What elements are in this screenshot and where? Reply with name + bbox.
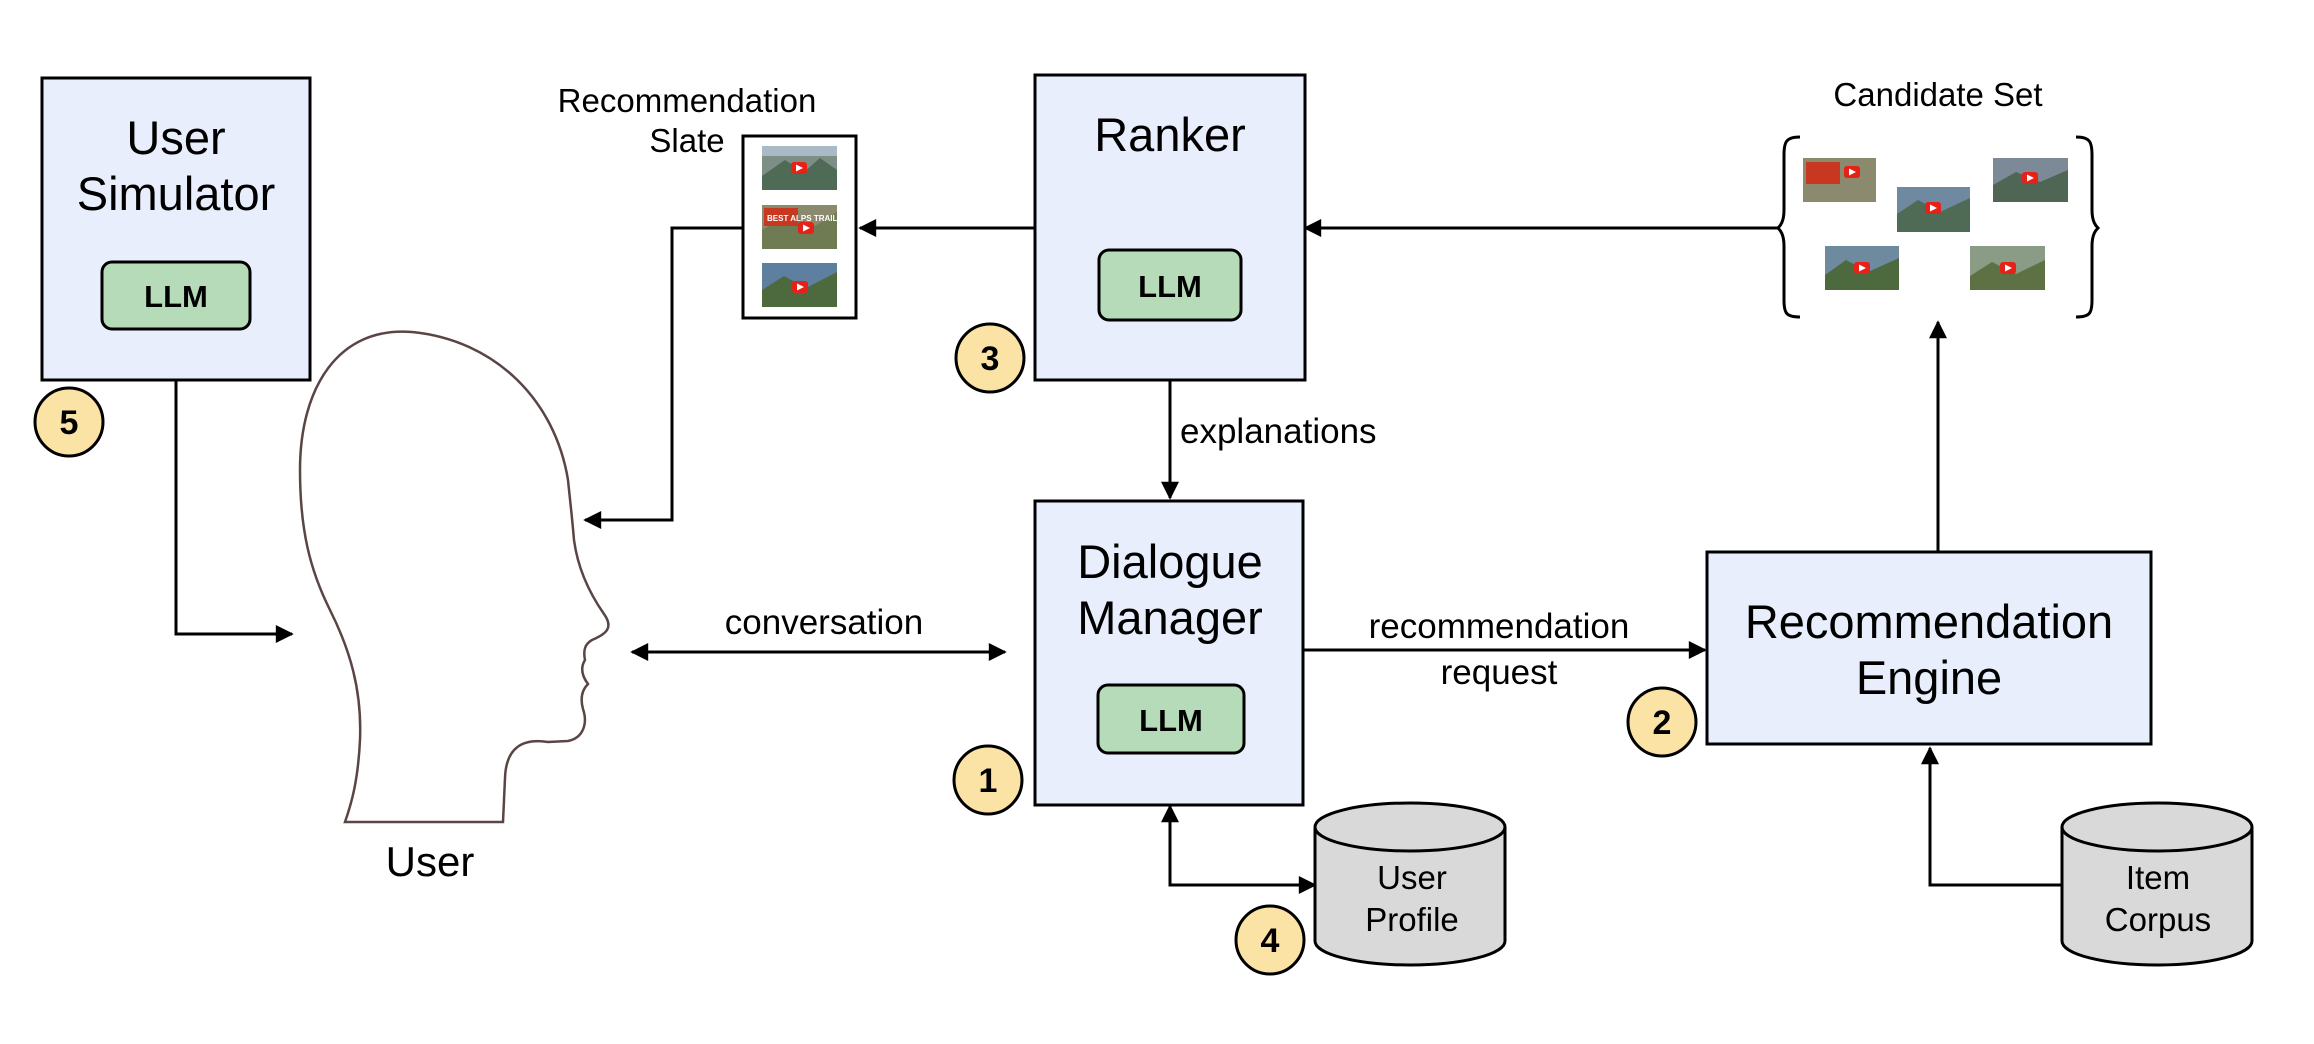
candidate-set-label: Candidate Set xyxy=(1833,76,2042,113)
edge-slate-to-user xyxy=(583,226,743,529)
user-label: User xyxy=(386,838,475,885)
item-corpus-database: Item Corpus xyxy=(2060,801,2254,967)
edge-label-conversation: conversation xyxy=(725,603,923,642)
dialogue-manager-llm-label: LLM xyxy=(1139,703,1203,738)
step-badge-1: 1 xyxy=(952,744,1024,816)
candidate-thumbnail xyxy=(1970,246,2045,290)
dialogue-manager-node: Dialogue Manager LLM xyxy=(1033,499,1305,807)
slate-label-2: Slate xyxy=(649,122,724,159)
user-profile-database: User Profile xyxy=(1313,801,1507,967)
edge-label-recommendation-request-1: recommendation xyxy=(1369,607,1630,646)
step-badge-2: 2 xyxy=(1626,686,1698,758)
user-simulator-title-2: Simulator xyxy=(77,167,276,220)
recommendation-engine-title-1: Recommendation xyxy=(1745,595,2113,648)
svg-text:2: 2 xyxy=(1653,704,1672,742)
ranker-title: Ranker xyxy=(1094,108,1246,161)
user-simulator-llm-label: LLM xyxy=(144,279,208,314)
dialogue-manager-title-1: Dialogue xyxy=(1077,535,1263,588)
step-badge-4: 4 xyxy=(1234,904,1306,976)
svg-text:4: 4 xyxy=(1261,922,1280,960)
item-corpus-label-1: Item xyxy=(2126,859,2190,896)
candidate-thumbnail xyxy=(1825,246,1899,290)
slate-thumbnail xyxy=(762,146,837,190)
recommendation-slate: Recommendation Slate BEST ALPS TRAIL! xyxy=(558,82,858,320)
slate-label-1: Recommendation xyxy=(558,82,817,119)
edge-label-explanations: explanations xyxy=(1180,412,1377,451)
candidate-set-brace-right xyxy=(2075,135,2101,319)
recommendation-engine-title-2: Engine xyxy=(1856,651,2002,704)
user-simulator-node: User Simulator LLM xyxy=(40,76,312,382)
candidate-set-brace-left xyxy=(1775,135,1801,319)
user-head-icon xyxy=(298,330,610,824)
slate-thumbnail: BEST ALPS TRAIL! xyxy=(762,205,840,249)
ranker-llm-label: LLM xyxy=(1138,269,1202,304)
svg-text:5: 5 xyxy=(60,404,79,442)
recommendation-engine-node: Recommendation Engine xyxy=(1705,550,2153,746)
edge-label-recommendation-request-2: request xyxy=(1441,653,1558,692)
candidate-thumbnail xyxy=(1993,158,2068,202)
svg-text:1: 1 xyxy=(979,762,998,800)
user-profile-label-1: User xyxy=(1377,859,1447,896)
slate-thumbnail-caption: BEST ALPS TRAIL! xyxy=(767,214,840,223)
candidate-set: Candidate Set xyxy=(1775,76,2101,319)
dialogue-manager-llm-badge xyxy=(1096,683,1246,755)
slate-thumbnail xyxy=(762,263,837,307)
svg-text:3: 3 xyxy=(981,340,1000,378)
edge-corpus-to-engine xyxy=(1921,746,2062,887)
step-badge-5: 5 xyxy=(33,386,105,458)
item-corpus-label-2: Corpus xyxy=(2105,901,2211,938)
edge-dialogue-profile xyxy=(1161,804,1317,894)
ranker-node: Ranker LLM xyxy=(1033,73,1307,382)
step-badge-3: 3 xyxy=(954,322,1026,394)
edges xyxy=(174,219,2062,894)
candidate-thumbnail xyxy=(1803,158,1876,202)
user-simulator-llm-badge xyxy=(100,260,252,331)
dialogue-manager-title-2: Manager xyxy=(1077,591,1263,644)
user-profile-label-2: Profile xyxy=(1365,901,1459,938)
user-simulator-title-1: User xyxy=(126,111,225,164)
edge-simulator-to-user xyxy=(174,380,294,643)
user-node: User xyxy=(298,330,610,885)
ranker-llm-badge xyxy=(1097,248,1243,322)
candidate-thumbnail xyxy=(1897,187,1970,232)
